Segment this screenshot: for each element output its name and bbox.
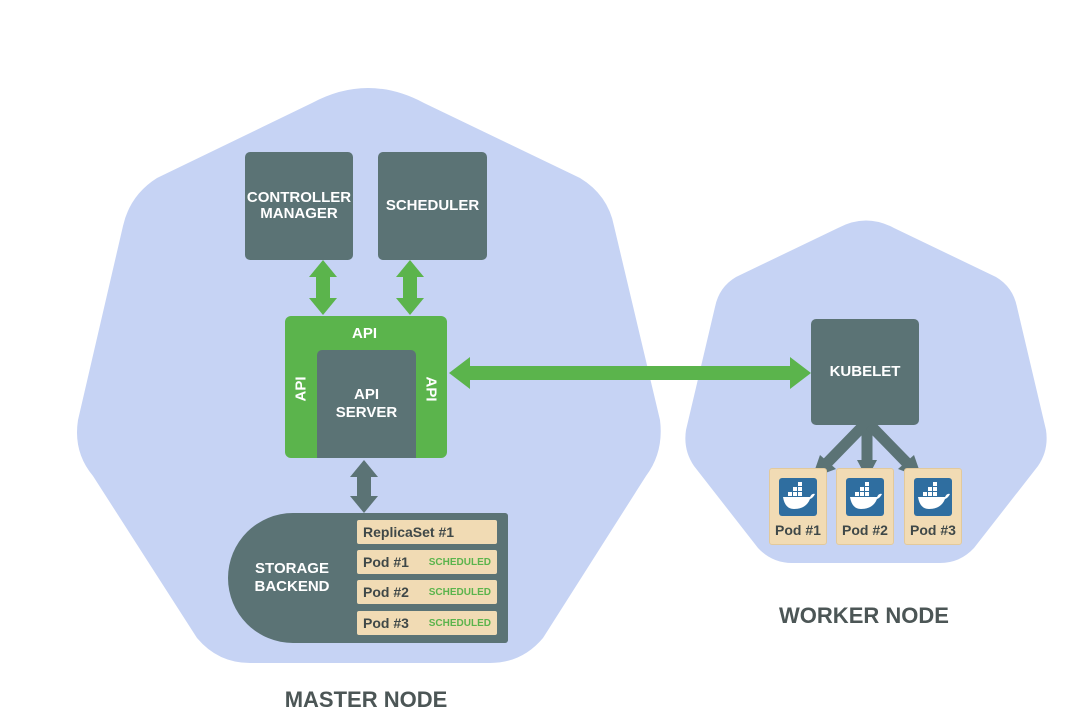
worker-node-caption: WORKER NODE	[779, 603, 949, 628]
worker-pod-3: Pod #3	[904, 468, 962, 545]
scheduled-status: SCHEDULED	[428, 617, 491, 629]
worker-pod-1: Pod #1	[769, 468, 827, 545]
controller-manager-box: CONTROLLER MANAGER	[245, 152, 353, 260]
scheduled-status: SCHEDULED	[428, 556, 491, 568]
pod-label: Pod #2	[842, 522, 888, 538]
api-label-left: API	[292, 376, 310, 402]
docker-whale-icon	[914, 478, 952, 516]
api-storage-arrow	[350, 460, 378, 513]
storage-row-replicaset: ReplicaSet #1	[357, 520, 497, 544]
api-server-box: API SERVER	[317, 350, 416, 458]
scheduler-box: SCHEDULER	[378, 152, 487, 260]
storage-row-pod-1: Pod #1 SCHEDULED	[357, 550, 497, 574]
worker-pod-2: Pod #2	[836, 468, 894, 545]
api-label-right: API	[422, 376, 440, 402]
scheduled-status: SCHEDULED	[428, 586, 491, 598]
storage-row-pod-3: Pod #3 SCHEDULED	[357, 611, 497, 635]
master-node-caption: MASTER NODE	[284, 687, 448, 712]
row-name: ReplicaSet #1	[363, 524, 455, 540]
row-name: Pod #2	[363, 584, 409, 600]
scheduler-api-arrow	[396, 260, 424, 315]
api-kubelet-arrow	[449, 357, 811, 389]
docker-whale-icon	[846, 478, 884, 516]
pod-label: Pod #1	[775, 522, 821, 538]
pod-label: Pod #3	[910, 522, 956, 538]
cm-api-arrow	[309, 260, 337, 315]
kubelet-box: KUBELET	[811, 319, 919, 425]
row-name: Pod #3	[363, 615, 409, 631]
docker-whale-icon	[779, 478, 817, 516]
storage-row-pod-2: Pod #2 SCHEDULED	[357, 580, 497, 604]
storage-backend-label: STORAGE BACKEND	[254, 560, 330, 595]
api-label-top: API	[352, 325, 378, 342]
row-name: Pod #1	[363, 554, 409, 570]
